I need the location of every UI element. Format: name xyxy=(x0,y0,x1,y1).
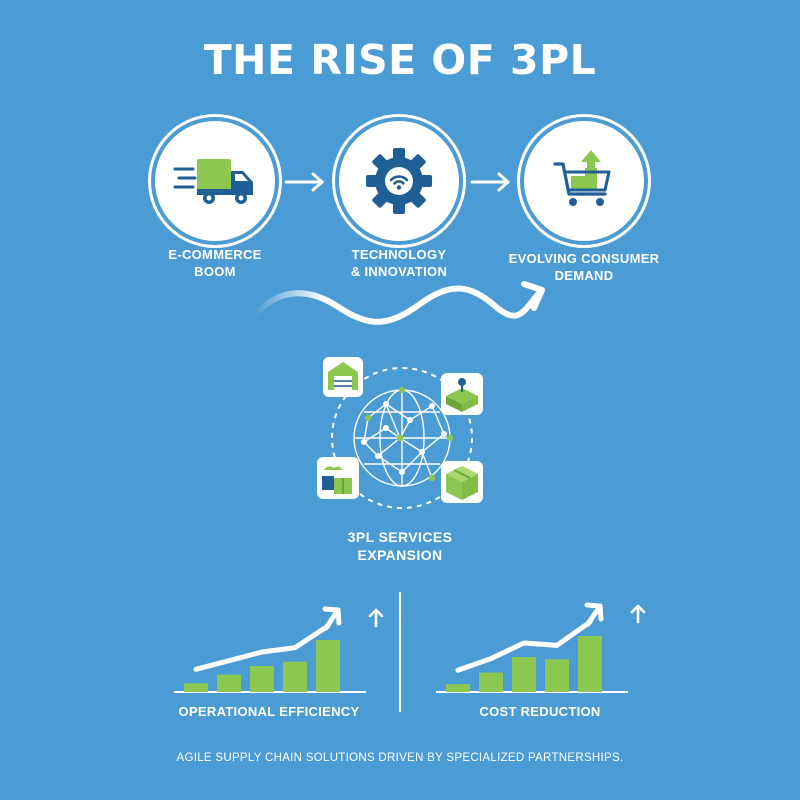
up-arrow-head xyxy=(368,608,384,618)
trend-arrowhead xyxy=(584,602,604,622)
cost-reduction-chart xyxy=(436,602,646,693)
trend-line xyxy=(193,623,331,672)
delivery-truck-icon xyxy=(173,159,253,204)
chart-bar xyxy=(578,636,602,692)
chart-bar xyxy=(283,661,307,692)
operational-efficiency-chart xyxy=(174,606,384,693)
footer-tagline: AGILE SUPPLY CHAIN SOLUTIONS DRIVEN BY S… xyxy=(176,752,624,764)
ecommerce-circle xyxy=(158,124,272,238)
chart-bar xyxy=(184,683,208,692)
chart-bar xyxy=(512,657,536,692)
package-location-icon xyxy=(441,373,483,415)
chart-bar xyxy=(316,640,340,692)
arrow-right-icon xyxy=(470,172,510,192)
shopping-cart-icon xyxy=(553,150,611,206)
step-label-ecommerce: E-COMMERCE BOOM xyxy=(168,247,262,279)
step-label-consumer-demand: EVOLVING CONSUMER DEMAND xyxy=(508,251,660,283)
arrow-right-icon xyxy=(284,172,324,192)
trend-line xyxy=(455,619,593,673)
chart-bar xyxy=(545,659,569,692)
chart-bar xyxy=(479,672,503,692)
global-network-icon xyxy=(331,367,473,509)
warehouse-icon xyxy=(323,357,363,397)
step-label-technology: TECHNOLOGY & INNOVATION xyxy=(350,247,448,279)
trend-arrowhead xyxy=(322,606,342,626)
page-title: THE RISE OF 3PL xyxy=(203,36,597,84)
wave-arrow-icon xyxy=(251,281,545,325)
chart-bar xyxy=(446,684,470,692)
chart-bar xyxy=(217,674,241,692)
up-arrow-head xyxy=(630,604,646,614)
divider xyxy=(399,592,401,712)
center-label: 3PL SERVICES EXPANSION xyxy=(347,529,453,563)
gear-wifi-icon xyxy=(366,148,432,214)
shipment-icon xyxy=(317,457,359,499)
consumer-demand-circle xyxy=(527,124,641,238)
technology-circle xyxy=(342,124,456,238)
chart-label-cost-reduction: COST REDUCTION xyxy=(479,704,601,719)
cargo-box-icon xyxy=(441,461,483,503)
chart-label-operational-efficiency: OPERATIONAL EFFICIENCY xyxy=(178,704,360,719)
chart-bar xyxy=(250,666,274,692)
